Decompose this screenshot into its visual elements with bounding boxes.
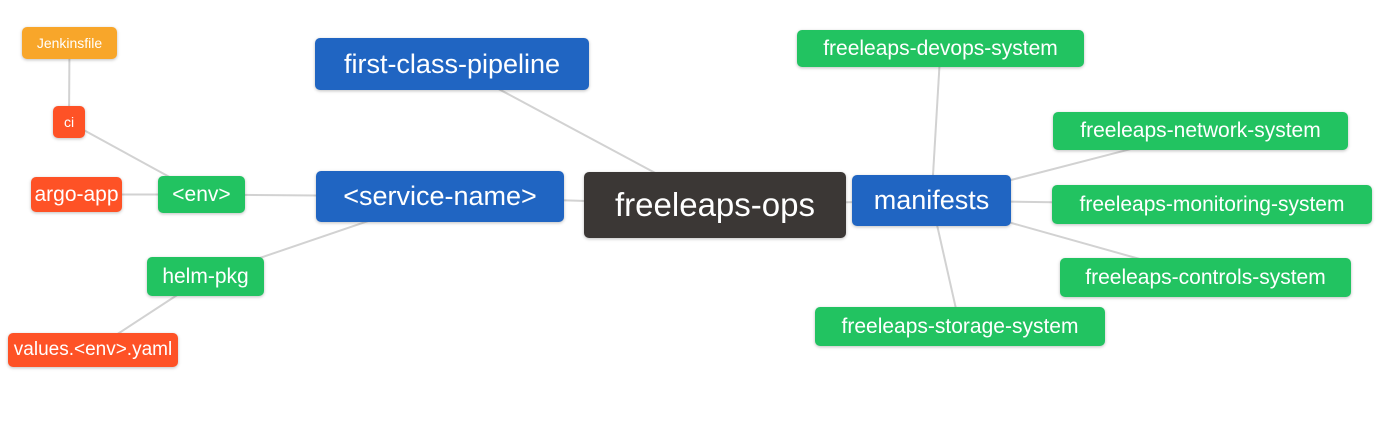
node-freeleaps-network-system[interactable]: freeleaps-network-system <box>1053 112 1348 150</box>
node-freeleaps-ops-root[interactable]: freeleaps-ops <box>584 172 846 238</box>
node-helm-pkg[interactable]: helm-pkg <box>147 257 264 296</box>
node-freeleaps-controls-system[interactable]: freeleaps-controls-system <box>1060 258 1351 297</box>
node-ci[interactable]: ci <box>53 106 85 138</box>
node-env[interactable]: <env> <box>158 176 245 213</box>
node-first-class-pipeline[interactable]: first-class-pipeline <box>315 38 589 90</box>
node-freeleaps-monitoring-system[interactable]: freeleaps-monitoring-system <box>1052 185 1372 224</box>
node-values-env-yaml[interactable]: values.<env>.yaml <box>8 333 178 367</box>
node-manifests[interactable]: manifests <box>852 175 1011 226</box>
node-jenkinsfile[interactable]: Jenkinsfile <box>22 27 117 59</box>
node-argo-app[interactable]: argo-app <box>31 177 122 212</box>
node-freeleaps-storage-system[interactable]: freeleaps-storage-system <box>815 307 1105 346</box>
node-service-name[interactable]: <service-name> <box>316 171 564 222</box>
node-freeleaps-devops-system[interactable]: freeleaps-devops-system <box>797 30 1084 67</box>
